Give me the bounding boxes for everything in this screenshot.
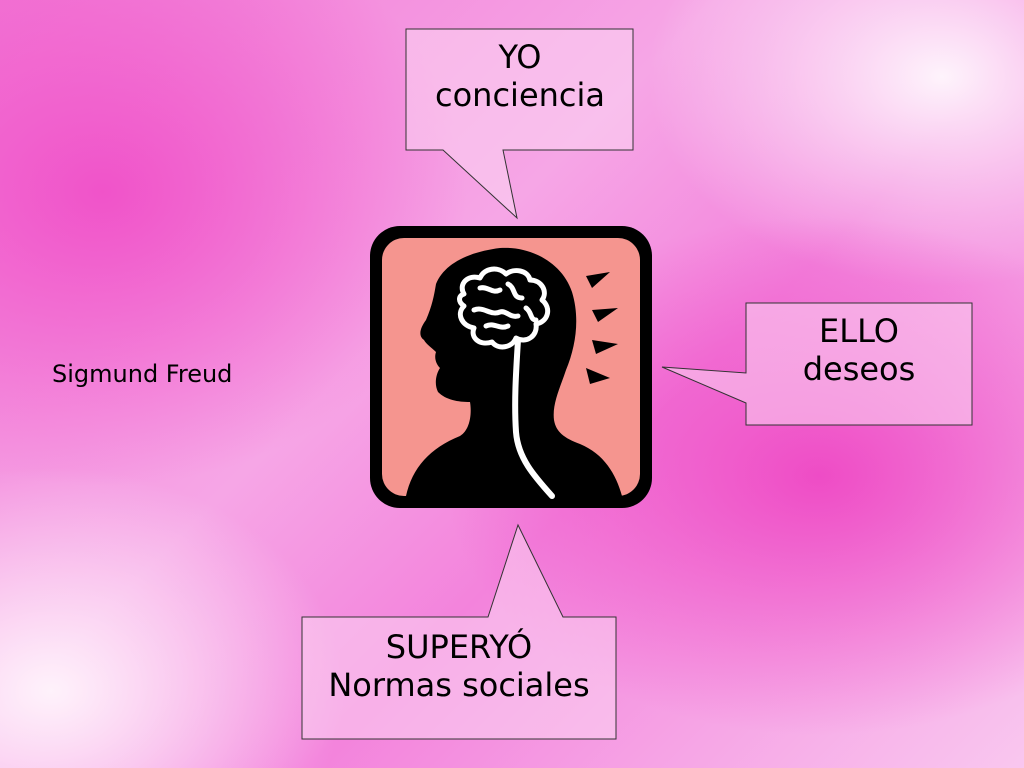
superyo-callout-bubble <box>301 523 617 740</box>
superyo-subtitle: Normas sociales <box>328 666 590 705</box>
ello-callout: ELLO deseos <box>746 312 972 389</box>
yo-subtitle: conciencia <box>435 76 605 115</box>
ello-subtitle: deseos <box>802 350 916 389</box>
ello-title: ELLO <box>819 312 899 350</box>
head-with-brain-icon <box>370 226 652 508</box>
superyo-callout: SUPERYÓ Normas sociales <box>302 628 616 705</box>
author-label: Sigmund Freud <box>52 360 233 388</box>
brain-icon <box>457 266 551 350</box>
superyo-title: SUPERYÓ <box>385 628 533 666</box>
spinal-cord <box>512 337 555 499</box>
yo-callout-bubble <box>405 28 634 220</box>
thought-marks-icon <box>586 272 618 384</box>
ello-callout-bubble <box>661 302 973 426</box>
yo-title: YO <box>498 38 542 76</box>
yo-callout: YO conciencia <box>406 38 634 115</box>
